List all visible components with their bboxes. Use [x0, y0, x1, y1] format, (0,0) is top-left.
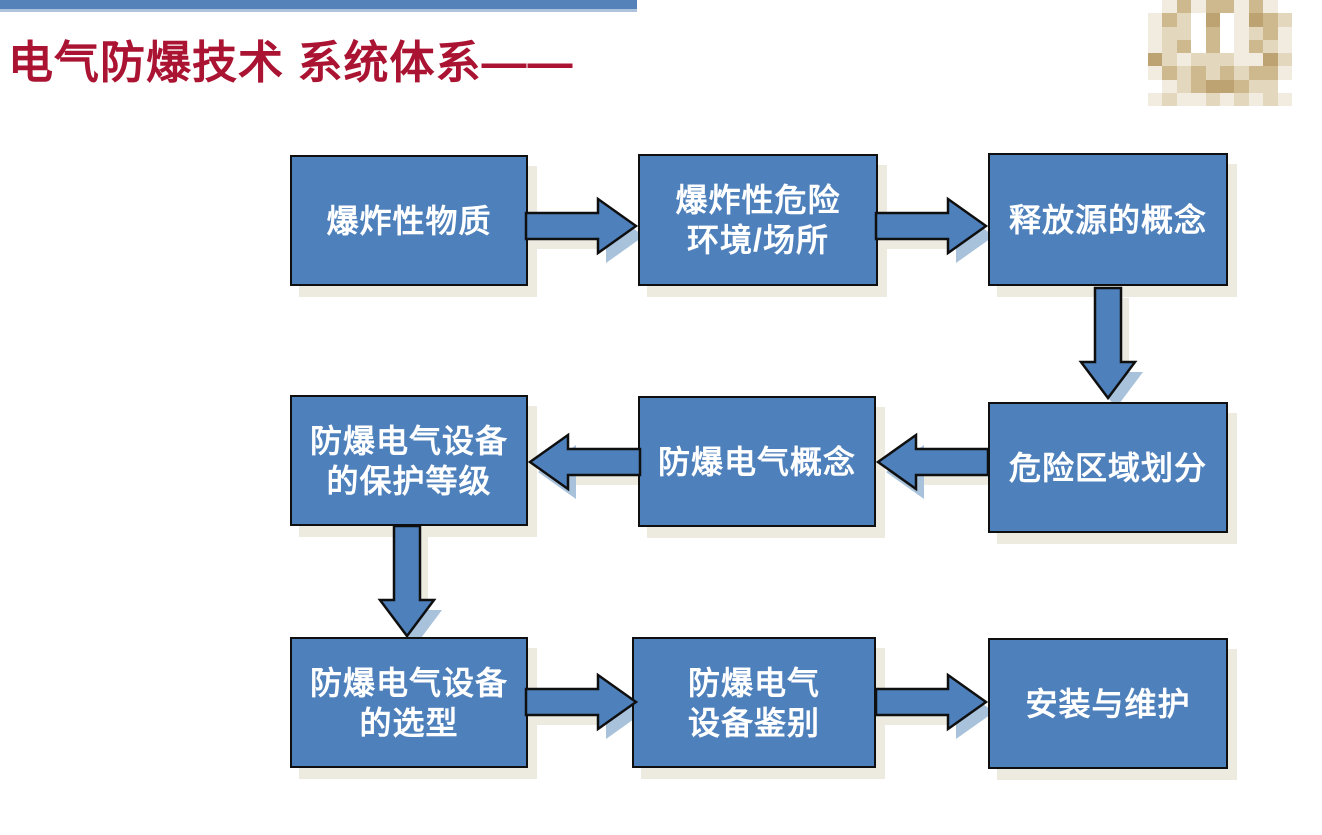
node-label: 爆炸性危险 [675, 182, 841, 218]
flow-node-release-source-concept: 释放源的概念 [988, 153, 1228, 286]
node-label: 释放源的概念 [1008, 201, 1207, 238]
node-label: 的保护等级 [326, 462, 492, 499]
node-label: 环境/场所 [687, 222, 829, 258]
flow-node-ex-electrical-concept: 防爆电气概念 [638, 396, 876, 527]
node-label: 防爆电气概念 [657, 443, 856, 480]
flow-node-installation-maintenance: 安装与维护 [988, 638, 1228, 769]
flow-node-explosive-hazard-environment: 爆炸性危险 环境/场所 [638, 154, 878, 286]
node-label: 安装与维护 [1025, 685, 1191, 722]
pixelated-logo [1148, 0, 1292, 106]
arrow-right-icon [874, 672, 989, 732]
arrow-down-icon [377, 524, 437, 639]
arrow-left-icon [876, 432, 990, 492]
flow-node-equipment-selection: 防爆电气设备 的选型 [290, 637, 528, 768]
flow-node-equipment-protection-level: 防爆电气设备 的保护等级 [290, 395, 528, 526]
flow-node-hazard-zone-classification: 危险区域划分 [988, 402, 1228, 533]
node-label: 设备鉴别 [687, 704, 820, 741]
arrow-down-icon [1078, 286, 1138, 401]
node-label: 防爆电气 [687, 664, 820, 701]
page-title: 电气防爆技术 系统体系—— [8, 37, 574, 88]
node-label: 爆炸性物质 [326, 202, 492, 239]
node-label: 危险区域划分 [1008, 449, 1207, 486]
node-label: 防爆电气设备 [309, 422, 508, 459]
arrow-right-icon [524, 196, 639, 256]
node-label: 防爆电气设备 [309, 664, 508, 701]
arrow-right-icon [524, 672, 639, 732]
node-label: 的选型 [359, 704, 459, 741]
flow-node-explosive-substances: 爆炸性物质 [290, 155, 528, 286]
arrow-right-icon [874, 196, 989, 256]
flow-node-equipment-identification: 防爆电气 设备鉴别 [632, 637, 876, 768]
top-accent-bar [0, 0, 637, 12]
arrow-left-icon [528, 432, 642, 492]
